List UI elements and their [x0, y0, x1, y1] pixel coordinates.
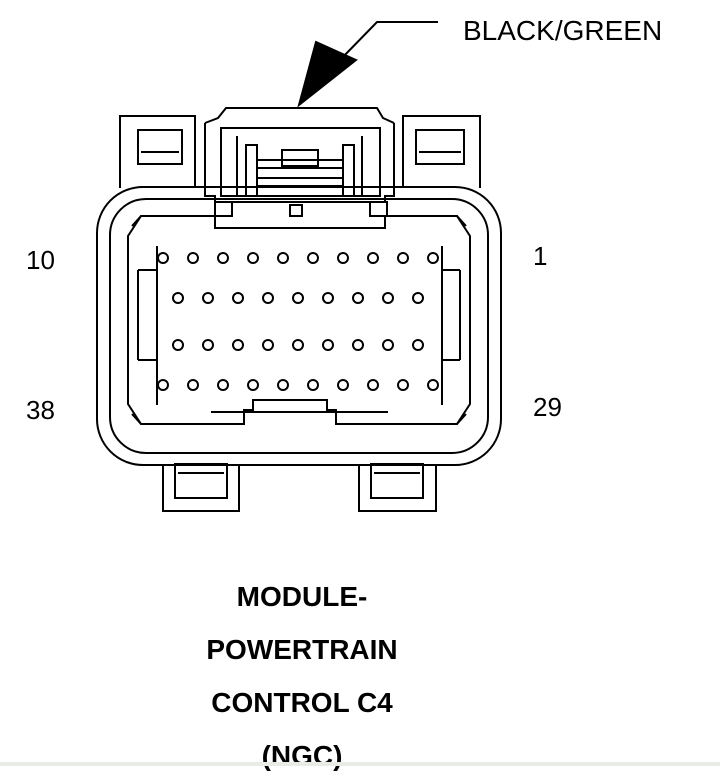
pin-cavity [352, 292, 364, 304]
pin-cavity [337, 379, 349, 391]
pin-cavity [202, 292, 214, 304]
caption-line-1: MODULE- [236, 581, 368, 612]
arrowhead [297, 40, 358, 108]
top-latch [204, 107, 395, 217]
connector-diagram: BLACK/GREEN [26, 15, 662, 512]
pin-cavity [187, 379, 199, 391]
pin-label-top-left: 10 [26, 245, 55, 275]
pin-cavity [187, 252, 199, 264]
housing-outer [96, 186, 502, 466]
pin-cavity [427, 252, 439, 264]
wire-callout [297, 21, 438, 108]
pin-cavity [262, 339, 274, 351]
pin-cavity [322, 292, 334, 304]
caption-line-3: CONTROL C4 [211, 687, 393, 718]
connector-body [96, 107, 502, 512]
diagram-caption: MODULE- POWERTRAIN CONTROL C4 (NGC) [0, 570, 604, 782]
pin-cavity [262, 292, 274, 304]
pin-cavity [172, 339, 184, 351]
pin-label-bottom-right: 29 [533, 392, 562, 422]
pin-cavity [232, 339, 244, 351]
pin-cavity [217, 252, 229, 264]
pin-cavity [382, 292, 394, 304]
pin-label-top-right: 1 [533, 241, 547, 271]
pin-cavity [217, 379, 229, 391]
housing-inner [109, 198, 489, 454]
pin-cavity [202, 339, 214, 351]
pin-cavity [247, 252, 259, 264]
pin-cavity [292, 339, 304, 351]
pin-cavity [397, 379, 409, 391]
bottom-right-ear [358, 463, 437, 512]
pin-cavity [427, 379, 439, 391]
caption-line-2: POWERTRAIN [206, 634, 398, 665]
pin-cavity [412, 339, 424, 351]
pin-cavity [412, 292, 424, 304]
pin-cavity [397, 252, 409, 264]
pin-cavity [292, 292, 304, 304]
pin-cavity [247, 379, 259, 391]
pin-cavity [307, 252, 319, 264]
pin-cavities [157, 252, 439, 391]
bottom-rule [0, 762, 720, 766]
pin-cavity [307, 379, 319, 391]
pin-cavity [277, 252, 289, 264]
pin-cavity [352, 339, 364, 351]
top-left-ear [119, 115, 196, 188]
pin-cavity [277, 379, 289, 391]
leader-line [339, 21, 438, 61]
pin-cavity [172, 292, 184, 304]
cavity-face [127, 215, 471, 425]
pin-cavity [322, 339, 334, 351]
pin-cavity [337, 252, 349, 264]
wire-color-label: BLACK/GREEN [463, 15, 662, 46]
pin-cavity [232, 292, 244, 304]
pin-cavity [157, 252, 169, 264]
bottom-left-ear [162, 463, 240, 512]
pin-cavity [367, 252, 379, 264]
top-right-ear [402, 115, 481, 188]
pin-cavity [382, 339, 394, 351]
pin-cavity [157, 379, 169, 391]
pin-label-bottom-left: 38 [26, 395, 55, 425]
caption-line-4: (NGC) [261, 740, 343, 771]
pin-cavity [367, 379, 379, 391]
